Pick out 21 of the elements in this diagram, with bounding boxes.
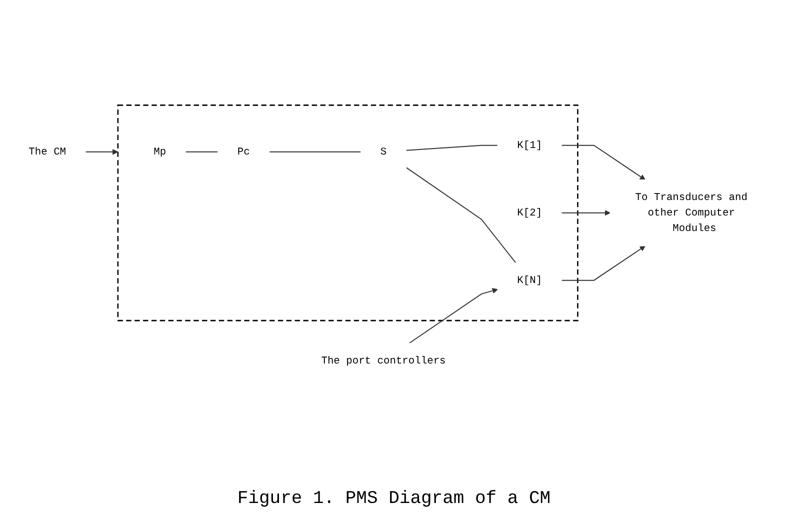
node-text: K[2] bbox=[517, 206, 542, 218]
connector bbox=[406, 166, 516, 264]
arrow bbox=[561, 144, 646, 180]
node-text: K[1] bbox=[517, 139, 542, 152]
connector bbox=[268, 151, 362, 152]
arrow bbox=[561, 245, 646, 281]
figure-caption: Figure 1. PMS Diagram of a CM bbox=[237, 488, 551, 511]
node-text: The port controllers bbox=[321, 354, 446, 366]
arrow bbox=[561, 210, 610, 216]
node-text: Pc bbox=[237, 146, 250, 158]
node-text: The CM bbox=[28, 146, 66, 158]
connector bbox=[406, 144, 498, 151]
arrow bbox=[85, 148, 118, 155]
cluster bbox=[117, 104, 578, 321]
node-text: To Transducers and other Computer Modules bbox=[635, 191, 748, 234]
diagram: Mp Pc S K[1] K[2] K[N] To Transducers and other Computer Modules The CM The port controllers bbox=[4, 100, 784, 384]
node-text: K[N] bbox=[517, 274, 542, 286]
node-text: S bbox=[380, 146, 387, 158]
node-text: Mp bbox=[154, 146, 166, 158]
connector bbox=[185, 151, 218, 152]
arrow bbox=[408, 288, 498, 344]
